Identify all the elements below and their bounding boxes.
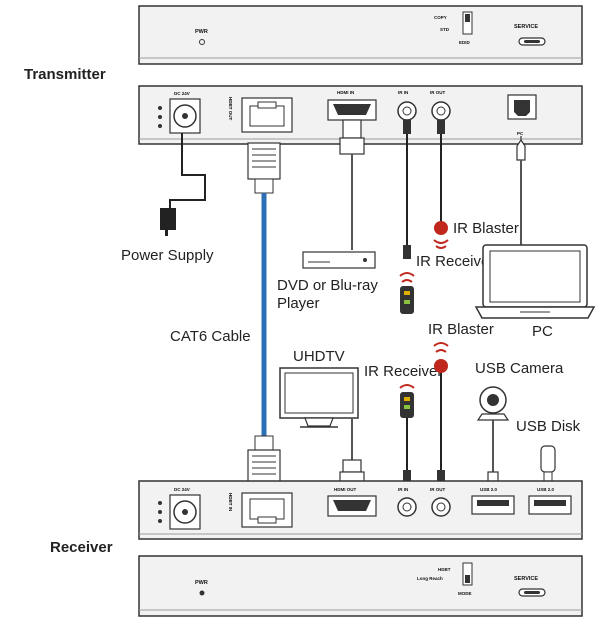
edid-switch[interactable] xyxy=(462,11,473,35)
pc-laptop xyxy=(474,244,596,319)
ir-receiver-bottom-label: IR Receiver xyxy=(364,363,442,380)
tx-dc-label: DC 24V xyxy=(174,91,190,96)
ir-receiver-bottom-device xyxy=(399,384,415,484)
power-supply-cable xyxy=(160,133,206,236)
ir-blaster-top-device xyxy=(434,221,448,235)
rx-front-service-label: SERVICE xyxy=(514,576,538,582)
power-supply-adapter xyxy=(160,208,176,230)
tx-ir-out-label: IR OUT xyxy=(430,90,446,95)
mode-switch[interactable] xyxy=(462,562,473,586)
rx-switch-name-label: MODE xyxy=(458,591,472,596)
tx-ir-in-label: IR IN xyxy=(398,90,408,95)
tx-front-pwr-label: PWR xyxy=(195,29,208,35)
tx-power-led xyxy=(199,39,205,45)
uhdtv-label: UHDTV xyxy=(293,348,345,365)
rx-switch-top-label: HDBT xyxy=(438,567,451,572)
dvd-player-device xyxy=(302,251,376,269)
tx-pc-port-label: PC xyxy=(517,131,524,136)
uhdtv-device xyxy=(279,367,365,487)
rx-front-pwr-label: PWR xyxy=(195,580,208,586)
rx-hdmi-out-label: HDMI OUT xyxy=(334,487,356,492)
rx-dc-label: DC 24V xyxy=(174,487,190,492)
pc-label: PC xyxy=(532,323,553,340)
rx-hdbt-in-label: HDBT IN xyxy=(228,493,233,511)
tx-switch-bottom-label: STD xyxy=(440,27,450,32)
rx-ir-out-label: IR OUT xyxy=(430,487,446,492)
ir-blaster-top-label: IR Blaster xyxy=(453,220,519,237)
rx-usb2-label: USB 2.0 xyxy=(537,487,555,492)
cat6-cable xyxy=(247,142,281,487)
ir-blaster-bottom-label: IR Blaster xyxy=(428,321,494,338)
transmitter-section-label: Transmitter xyxy=(24,66,106,83)
usb-camera-label: USB Camera xyxy=(475,360,564,377)
hdmi-in-cable xyxy=(302,119,376,269)
dvd-label-line2: Player xyxy=(277,295,320,312)
power-supply-label: Power Supply xyxy=(121,247,214,264)
tx-front-service-label: SERVICE xyxy=(514,24,538,30)
usb-disk-device xyxy=(540,445,556,485)
cat6-cable-label: CAT6 Cable xyxy=(170,328,251,345)
receiver-section-label: Receiver xyxy=(50,539,113,556)
tx-hdbt-out-label: HDBT OUT xyxy=(228,97,233,120)
rx-usb1-label: USB 2.0 xyxy=(480,487,498,492)
receiver-rear-panel: DC 24V HDBT IN HDMI OUT IR IN IR OUT USB… xyxy=(138,480,583,540)
tx-switch-name-label: EDID xyxy=(459,40,471,45)
tx-hdmi-in-label: HDMI IN xyxy=(337,90,354,95)
pc-usb-cable xyxy=(516,136,526,245)
tx-switch-top-label: COPY xyxy=(434,15,447,20)
ir-receiver-top-cable xyxy=(399,120,415,314)
rx-power-led xyxy=(199,590,205,596)
usb-camera-device xyxy=(476,386,510,487)
receiver-front-panel: PWR HDBT Long Reach MODE SERVICE xyxy=(138,555,583,617)
dvd-label-line1: DVD or Blu-ray xyxy=(277,277,378,294)
rx-switch-bottom-label: Long Reach xyxy=(417,576,443,581)
transmitter-front-panel: PWR COPY STD EDID SERVICE xyxy=(138,5,583,65)
rx-ir-in-label: IR IN xyxy=(398,487,408,492)
ir-blaster-bottom-device xyxy=(433,342,449,484)
ir-receiver-top-label: IR Receiver xyxy=(416,253,494,270)
ir-blaster-top-cable xyxy=(433,120,449,249)
usb-disk-label: USB Disk xyxy=(516,418,581,435)
